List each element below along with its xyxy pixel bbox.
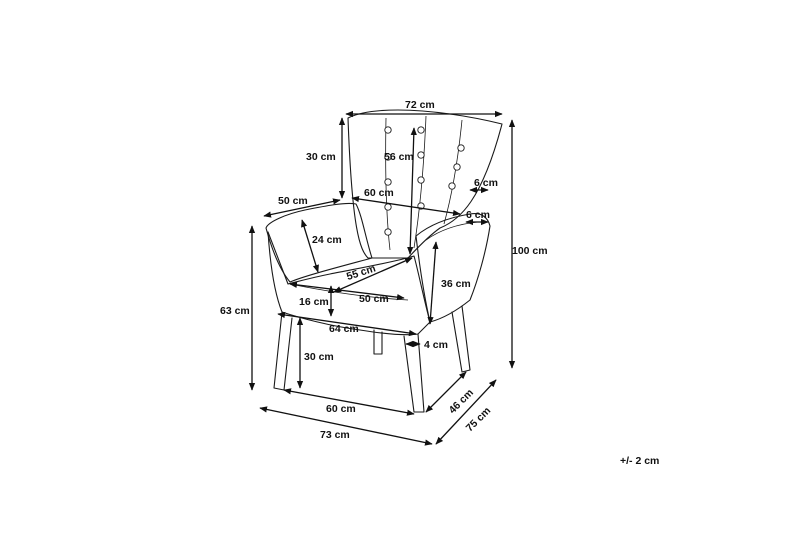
dim-line-total-width bbox=[259, 406, 433, 446]
label-tolerance: +/- 2 cm bbox=[620, 455, 659, 467]
label-front-width: 64 cm bbox=[329, 323, 359, 335]
dim-line-total-depth bbox=[435, 379, 497, 445]
label-base-depth: 46 cm bbox=[446, 387, 476, 417]
label-base-width: 60 cm bbox=[326, 403, 356, 415]
chair-leg-front-left bbox=[273, 311, 293, 391]
chair-leg-back-left bbox=[373, 329, 383, 355]
armchair-drawing bbox=[265, 109, 503, 413]
chair-back bbox=[347, 109, 503, 259]
dim-line-back-height bbox=[407, 127, 417, 255]
label-back-width: 72 cm bbox=[405, 99, 435, 111]
dimension-lines bbox=[248, 110, 516, 446]
label-seat-width: 50 cm bbox=[359, 293, 389, 305]
dimension-labels: 72 cm 30 cm 56 cm 60 cm 6 cm 6 cm 50 cm … bbox=[220, 99, 659, 467]
label-arm-height: 24 cm bbox=[312, 234, 342, 246]
label-arm-width-side: 6 cm bbox=[466, 209, 490, 221]
dim-line-seat-width bbox=[289, 281, 405, 301]
label-cushion: 16 cm bbox=[299, 296, 329, 308]
label-leg-height: 30 cm bbox=[304, 351, 334, 363]
label-back-upper: 30 cm bbox=[306, 151, 336, 163]
label-armrest-depth: 50 cm bbox=[278, 195, 308, 207]
dim-line-arm-height bbox=[301, 219, 319, 273]
label-back-height: 56 cm bbox=[384, 151, 414, 163]
label-total-width: 73 cm bbox=[320, 429, 350, 441]
label-arm-side-height: 36 cm bbox=[441, 278, 471, 290]
label-leg-width: 4 cm bbox=[424, 339, 448, 351]
dim-line-arm-side-height bbox=[427, 241, 439, 325]
label-total-height: 100 cm bbox=[512, 245, 548, 257]
chair-leg-front-right bbox=[403, 333, 425, 413]
dim-line-inner-width bbox=[351, 195, 461, 217]
label-inner-width: 60 cm bbox=[364, 187, 394, 199]
chair-right-arm bbox=[415, 213, 491, 323]
chair-leg-back-right bbox=[451, 305, 471, 373]
dim-line-armrest-depth bbox=[263, 198, 341, 218]
label-arm-width-top: 6 cm bbox=[474, 177, 498, 189]
label-seat-height-total: 63 cm bbox=[220, 305, 250, 317]
